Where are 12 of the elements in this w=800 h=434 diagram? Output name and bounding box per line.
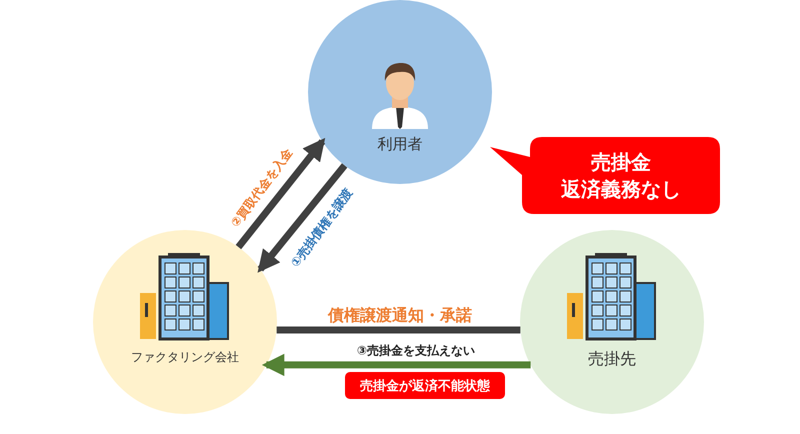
arrow: [258, 163, 348, 273]
callout-text: 返済義務なし: [561, 176, 681, 202]
arrow: [236, 138, 326, 250]
edge-label: ③売掛金を支払えない: [356, 342, 476, 360]
status-box: 売掛金が返済不能状態: [345, 372, 505, 399]
speech-bubble: [490, 137, 720, 214]
node-label: ファクタリング会社: [131, 349, 239, 366]
node-label: 売掛先: [588, 349, 636, 370]
edge-label: 債権譲渡通知・承諾: [328, 306, 472, 326]
node-label: 利用者: [378, 135, 422, 154]
callout-text: 売掛金: [591, 148, 651, 176]
arrow: [262, 354, 531, 376]
